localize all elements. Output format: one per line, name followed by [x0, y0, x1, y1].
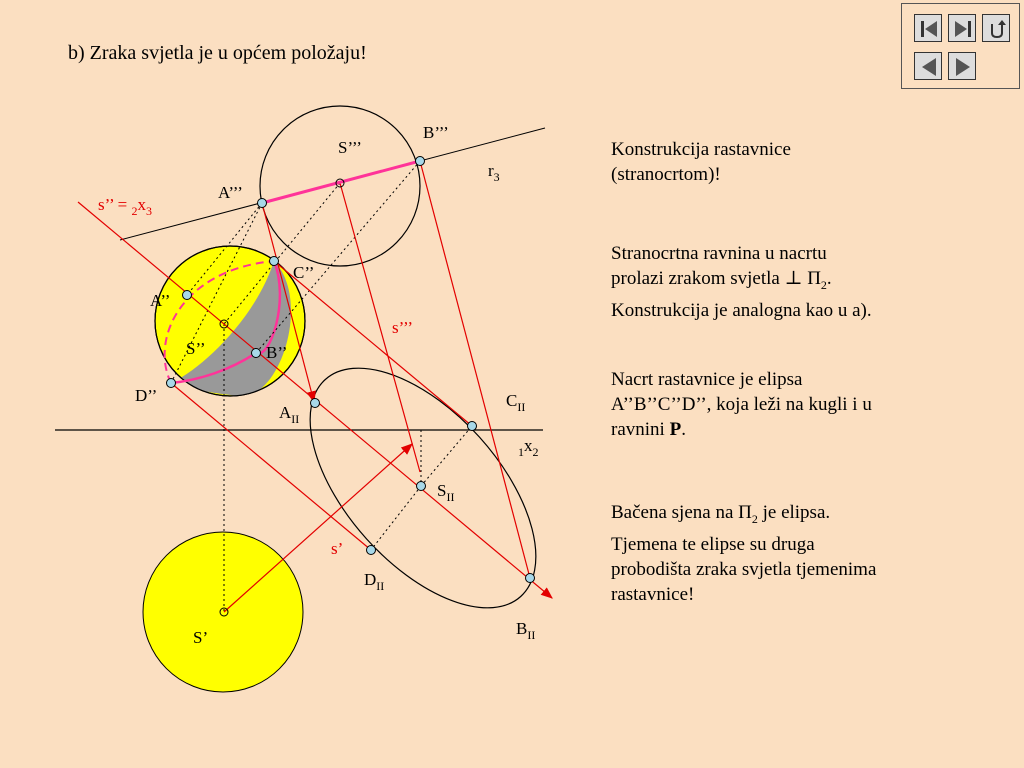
point-AII: [310, 398, 320, 408]
text-line: Konstrukcija je analogna kao u a).: [611, 299, 872, 321]
point-A2: [182, 290, 192, 300]
return-icon: [991, 20, 1006, 39]
separatrix-side-view: [261, 159, 421, 205]
next-slide-button[interactable]: [948, 52, 976, 80]
point-D2: [166, 378, 176, 388]
label-CII: CII: [506, 391, 525, 414]
text-block-4: Bačena sjena na Π2 je elipsa. Tjemena te…: [611, 500, 876, 607]
label-C2: C’’: [293, 263, 314, 282]
text-line: rastavnice!: [611, 583, 695, 605]
label-DII: DII: [364, 570, 384, 593]
point-S3: [335, 178, 345, 188]
label-s2: s’’ = 2x3: [98, 195, 152, 218]
first-slide-button[interactable]: [914, 14, 942, 42]
navigation-panel: [901, 3, 1020, 89]
subscript: 2: [751, 511, 758, 526]
text-line: ravnini: [611, 419, 670, 440]
text-line: probodišta zraka svjetla tjemenima: [611, 558, 877, 580]
first-slide-icon: [921, 21, 937, 37]
previous-slide-icon: [922, 58, 936, 76]
point-B3: [415, 156, 425, 166]
plane-P: P: [669, 419, 682, 440]
sphere-side-view: [259, 105, 421, 267]
text-line: Nacrt rastavnice je elipsa: [611, 369, 803, 390]
label-s3: s’’’: [392, 318, 413, 337]
label-B2: B’’: [266, 343, 287, 362]
sphere-front-view: [154, 245, 306, 397]
text-line: A’’B’’C’’D’’, koja leži na kugli i u: [611, 394, 872, 415]
label-S3: S’’’: [338, 138, 362, 157]
point-DII: [366, 545, 376, 555]
label-x12: 1x2: [518, 436, 539, 459]
construction-points: [166, 156, 535, 617]
previous-slide-button[interactable]: [914, 52, 942, 80]
label-S1: S’: [193, 628, 208, 647]
label-r3: r3: [488, 161, 500, 184]
text-line: .: [826, 268, 832, 289]
point-A3: [257, 198, 267, 208]
point-S2: [219, 319, 229, 329]
label-AII: AII: [279, 403, 299, 426]
last-slide-button[interactable]: [948, 14, 976, 42]
text-line: (stranocrtom)!: [611, 164, 721, 185]
label-BII: BII: [516, 619, 535, 642]
construction-lines: [170, 160, 473, 612]
label-B3: B’’’: [423, 123, 449, 142]
text-block-1: Konstrukcija rastavnice (stranocrtom)!: [611, 137, 791, 187]
label-A2: A’’: [150, 291, 170, 310]
point-B2: [251, 348, 261, 358]
point-S1: [219, 607, 229, 617]
point-BII: [525, 573, 535, 583]
text-line: Bačena sjena na Π: [611, 502, 752, 523]
light-rays: [77, 160, 553, 613]
next-slide-icon: [956, 58, 970, 76]
text-line: Konstrukcija rastavnice: [611, 139, 791, 160]
point-CII: [467, 421, 477, 431]
text-line: je elipsa.: [757, 502, 831, 523]
point-C2: [269, 256, 279, 266]
label-SII: SII: [437, 481, 454, 504]
text-line: prolazi zrakom svjetla ⊥ Π: [611, 268, 821, 289]
text-block-2: Stranocrtna ravnina u nacrtu prolazi zra…: [611, 241, 872, 323]
text-line: .: [681, 419, 686, 440]
subscript: 2: [820, 277, 827, 292]
page-title: b) Zraka svjetla je u općem položaju!: [68, 42, 367, 64]
text-block-3: Nacrt rastavnice je elipsa A’’B’’C’’D’’,…: [611, 367, 872, 442]
shadow-ellipse: [309, 367, 537, 609]
return-button[interactable]: [982, 14, 1010, 42]
last-slide-icon: [955, 21, 971, 37]
point-SII: [416, 481, 426, 491]
label-S2: S’’: [186, 339, 206, 358]
label-A3: A’’’: [218, 183, 243, 202]
text-line: Tjemena te elipse su druga: [611, 533, 815, 555]
label-D2: D’’: [135, 386, 157, 405]
label-s1: s’: [331, 539, 343, 558]
text-line: Stranocrtna ravnina u nacrtu: [611, 243, 827, 264]
sphere-top-view: [142, 531, 304, 693]
